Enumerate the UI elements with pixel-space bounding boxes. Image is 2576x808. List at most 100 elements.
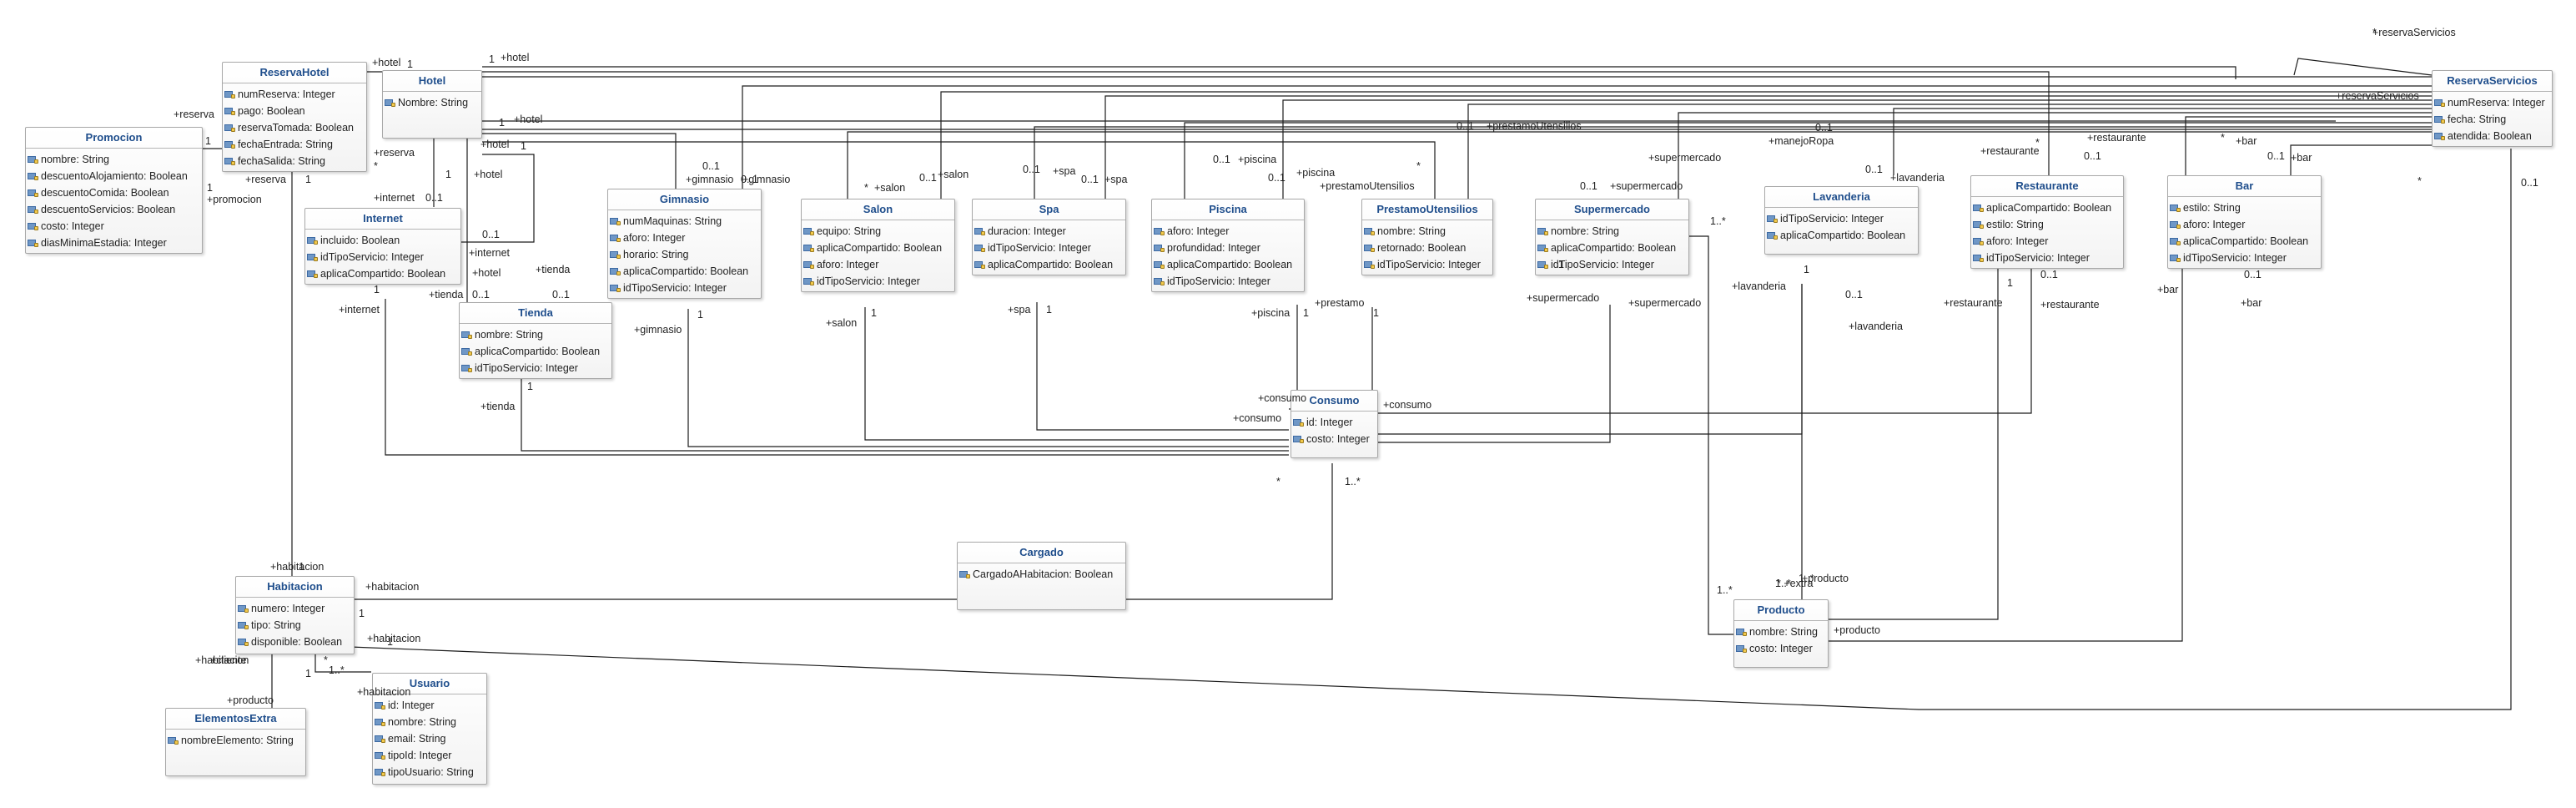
- attribute: email: String: [375, 730, 486, 747]
- attribute-text: Nombre: String: [398, 97, 469, 109]
- association-label: +internet: [374, 192, 415, 204]
- attribute-list: idTipoServicio: Integer aplicaCompartido…: [1765, 208, 1918, 246]
- association-label: 1: [205, 135, 211, 147]
- divider: [1734, 620, 1828, 621]
- attribute-text: retornado: Boolean: [1377, 242, 1467, 254]
- divider: [166, 729, 305, 730]
- association-label: 0..1: [1213, 154, 1230, 165]
- attribute-icon: [803, 244, 814, 253]
- class-bar[interactable]: Bar estilo: String aforo: Integer aplica…: [2167, 175, 2322, 269]
- attribute: idTipoServicio: Integer: [1767, 210, 1918, 227]
- attribute-icon: [224, 90, 235, 99]
- attribute-text: aplicaCompartido: Boolean: [1986, 202, 2112, 214]
- class-spa[interactable]: Spa duracion: Integer idTipoServicio: In…: [972, 199, 1126, 275]
- attribute-text: CargadoAHabitacion: Boolean: [973, 568, 1114, 580]
- association-label: 1..*: [1717, 584, 1733, 596]
- attribute: nombreElemento: String: [168, 732, 305, 749]
- association-label: +reserva: [174, 109, 214, 120]
- attribute-icon: [610, 267, 621, 276]
- attribute-text: diasMinimaEstadia: Integer: [41, 237, 167, 249]
- attribute-text: aplicaCompartido: Boolean: [2183, 235, 2309, 247]
- association-label: +consumo: [1383, 399, 1432, 411]
- attribute-icon: [2434, 115, 2445, 124]
- class-internet[interactable]: Internet incluido: Boolean idTipoServici…: [304, 208, 461, 285]
- class-promocion[interactable]: Promocion nombre: String descuentoAlojam…: [25, 127, 203, 254]
- attribute: numero: Integer: [238, 600, 354, 617]
- attribute-list: duracion: Integer idTipoServicio: Intege…: [973, 220, 1125, 275]
- divider: [2433, 91, 2552, 92]
- association-label: +gimnasio: [686, 174, 734, 185]
- attribute: aforo: Integer: [1154, 223, 1304, 240]
- class-usuario[interactable]: Usuario id: Integer nombre: String email…: [372, 673, 487, 785]
- attribute-text: aplicaCompartido: Boolean: [1167, 259, 1293, 270]
- attribute: aplicaCompartido: Boolean: [461, 343, 611, 360]
- attribute-text: fechaEntrada: String: [238, 139, 333, 150]
- attribute: Nombre: String: [385, 94, 481, 111]
- attribute-text: idTipoServicio: Integer: [1377, 259, 1481, 270]
- attribute-text: id: Integer: [1306, 417, 1353, 428]
- association-label: 0..1: [1081, 174, 1099, 185]
- attribute-list: nombre: String aplicaCompartido: Boolean…: [460, 324, 611, 379]
- class-supermercado[interactable]: Supermercado nombre: String aplicaCompar…: [1535, 199, 1689, 275]
- attribute-text: aplicaCompartido: Boolean: [817, 242, 943, 254]
- attribute-icon: [2434, 132, 2445, 141]
- class-name: ReservaServicios: [2447, 74, 2538, 87]
- class-reservaservicios[interactable]: ReservaServicios numReserva: Integer fec…: [2432, 70, 2553, 147]
- attribute-text: numReserva: Integer: [2448, 97, 2545, 109]
- class-elementosextra[interactable]: ElementosExtra nombreElemento: String: [165, 708, 306, 776]
- class-cargado[interactable]: Cargado CargadoAHabitacion: Boolean: [957, 542, 1126, 610]
- association-label: 0..1: [2084, 150, 2101, 162]
- class-habitacion[interactable]: Habitacion numero: Integer tipo: String …: [235, 576, 355, 654]
- attribute-text: tipoId: Integer: [388, 750, 452, 761]
- association-label: +supermercado: [1628, 297, 1702, 309]
- attribute-text: descuentoComida: Boolean: [41, 187, 169, 199]
- association-label: +tienda: [536, 264, 571, 275]
- attribute-icon: [2170, 254, 2181, 263]
- association-label: +tienda: [429, 289, 464, 300]
- class-piscina[interactable]: Piscina aforo: Integer profundidad: Inte…: [1151, 199, 1305, 292]
- attribute-icon: [610, 217, 621, 226]
- association-label: +internet: [469, 247, 510, 259]
- attribute-text: aplicaCompartido: Boolean: [623, 265, 749, 277]
- attribute: id: Integer: [1293, 414, 1377, 431]
- association-label: +hotel: [372, 57, 401, 68]
- class-lavanderia[interactable]: Lavanderia idTipoServicio: Integer aplic…: [1764, 186, 1919, 255]
- class-reservahotel[interactable]: ReservaHotel numReserva: Integer pago: B…: [222, 62, 367, 172]
- class-tienda[interactable]: Tienda nombre: String aplicaCompartido: …: [459, 302, 612, 379]
- class-hotel[interactable]: Hotel Nombre: String: [382, 70, 482, 139]
- association-label: 1: [299, 561, 304, 573]
- attribute: aforo: Integer: [803, 256, 954, 273]
- attribute: idTipoServicio: Integer: [1537, 256, 1688, 273]
- class-gimnasio[interactable]: Gimnasio numMaquinas: String aforo: Inte…: [607, 189, 762, 299]
- divider: [236, 597, 354, 598]
- class-producto[interactable]: Producto nombre: String costo: Integer: [1733, 599, 1829, 668]
- association-label: +consumo: [1258, 392, 1307, 404]
- association-label: +spa: [1104, 174, 1128, 185]
- association-label: +spa: [1053, 165, 1076, 177]
- attribute-text: estilo: String: [1986, 219, 2044, 230]
- attribute-icon: [307, 270, 318, 279]
- attribute-text: tipo: String: [251, 619, 301, 631]
- association-label: 1..*: [1775, 578, 1791, 589]
- attribute-text: atendida: Boolean: [2448, 130, 2532, 142]
- attribute: aplicaCompartido: Boolean: [1537, 240, 1688, 256]
- class-restaurante[interactable]: Restaurante aplicaCompartido: Boolean es…: [1970, 175, 2124, 269]
- attribute: idTipoServicio: Integer: [1364, 256, 1492, 273]
- class-consumo[interactable]: Consumo id: Integer costo: Integer: [1291, 390, 1378, 458]
- class-salon[interactable]: Salon equipo: String aplicaCompartido: B…: [801, 199, 955, 292]
- attribute: costo: Integer: [28, 218, 202, 235]
- attribute-list: numReserva: Integer fecha: String atendi…: [2433, 92, 2552, 147]
- association-label: 0..1: [482, 229, 500, 240]
- association-label: *: [374, 160, 378, 172]
- association-label: 1..*: [1345, 476, 1361, 487]
- attribute: idTipoServicio: Integer: [1973, 250, 2123, 266]
- attribute-list: nombre: String aplicaCompartido: Boolean…: [1536, 220, 1688, 275]
- class-prestamoutensilios[interactable]: PrestamoUtensilios nombre: String retorn…: [1361, 199, 1493, 275]
- attribute-list: incluido: Boolean idTipoServicio: Intege…: [305, 230, 460, 285]
- association-label: 1: [1804, 264, 1809, 275]
- association-label: +reserva: [245, 174, 286, 185]
- attribute: id: Integer: [375, 697, 486, 714]
- association-label: 1: [871, 307, 877, 319]
- attribute-text: idTipoServicio: Integer: [623, 282, 727, 294]
- association-label: +spa: [1008, 304, 1031, 316]
